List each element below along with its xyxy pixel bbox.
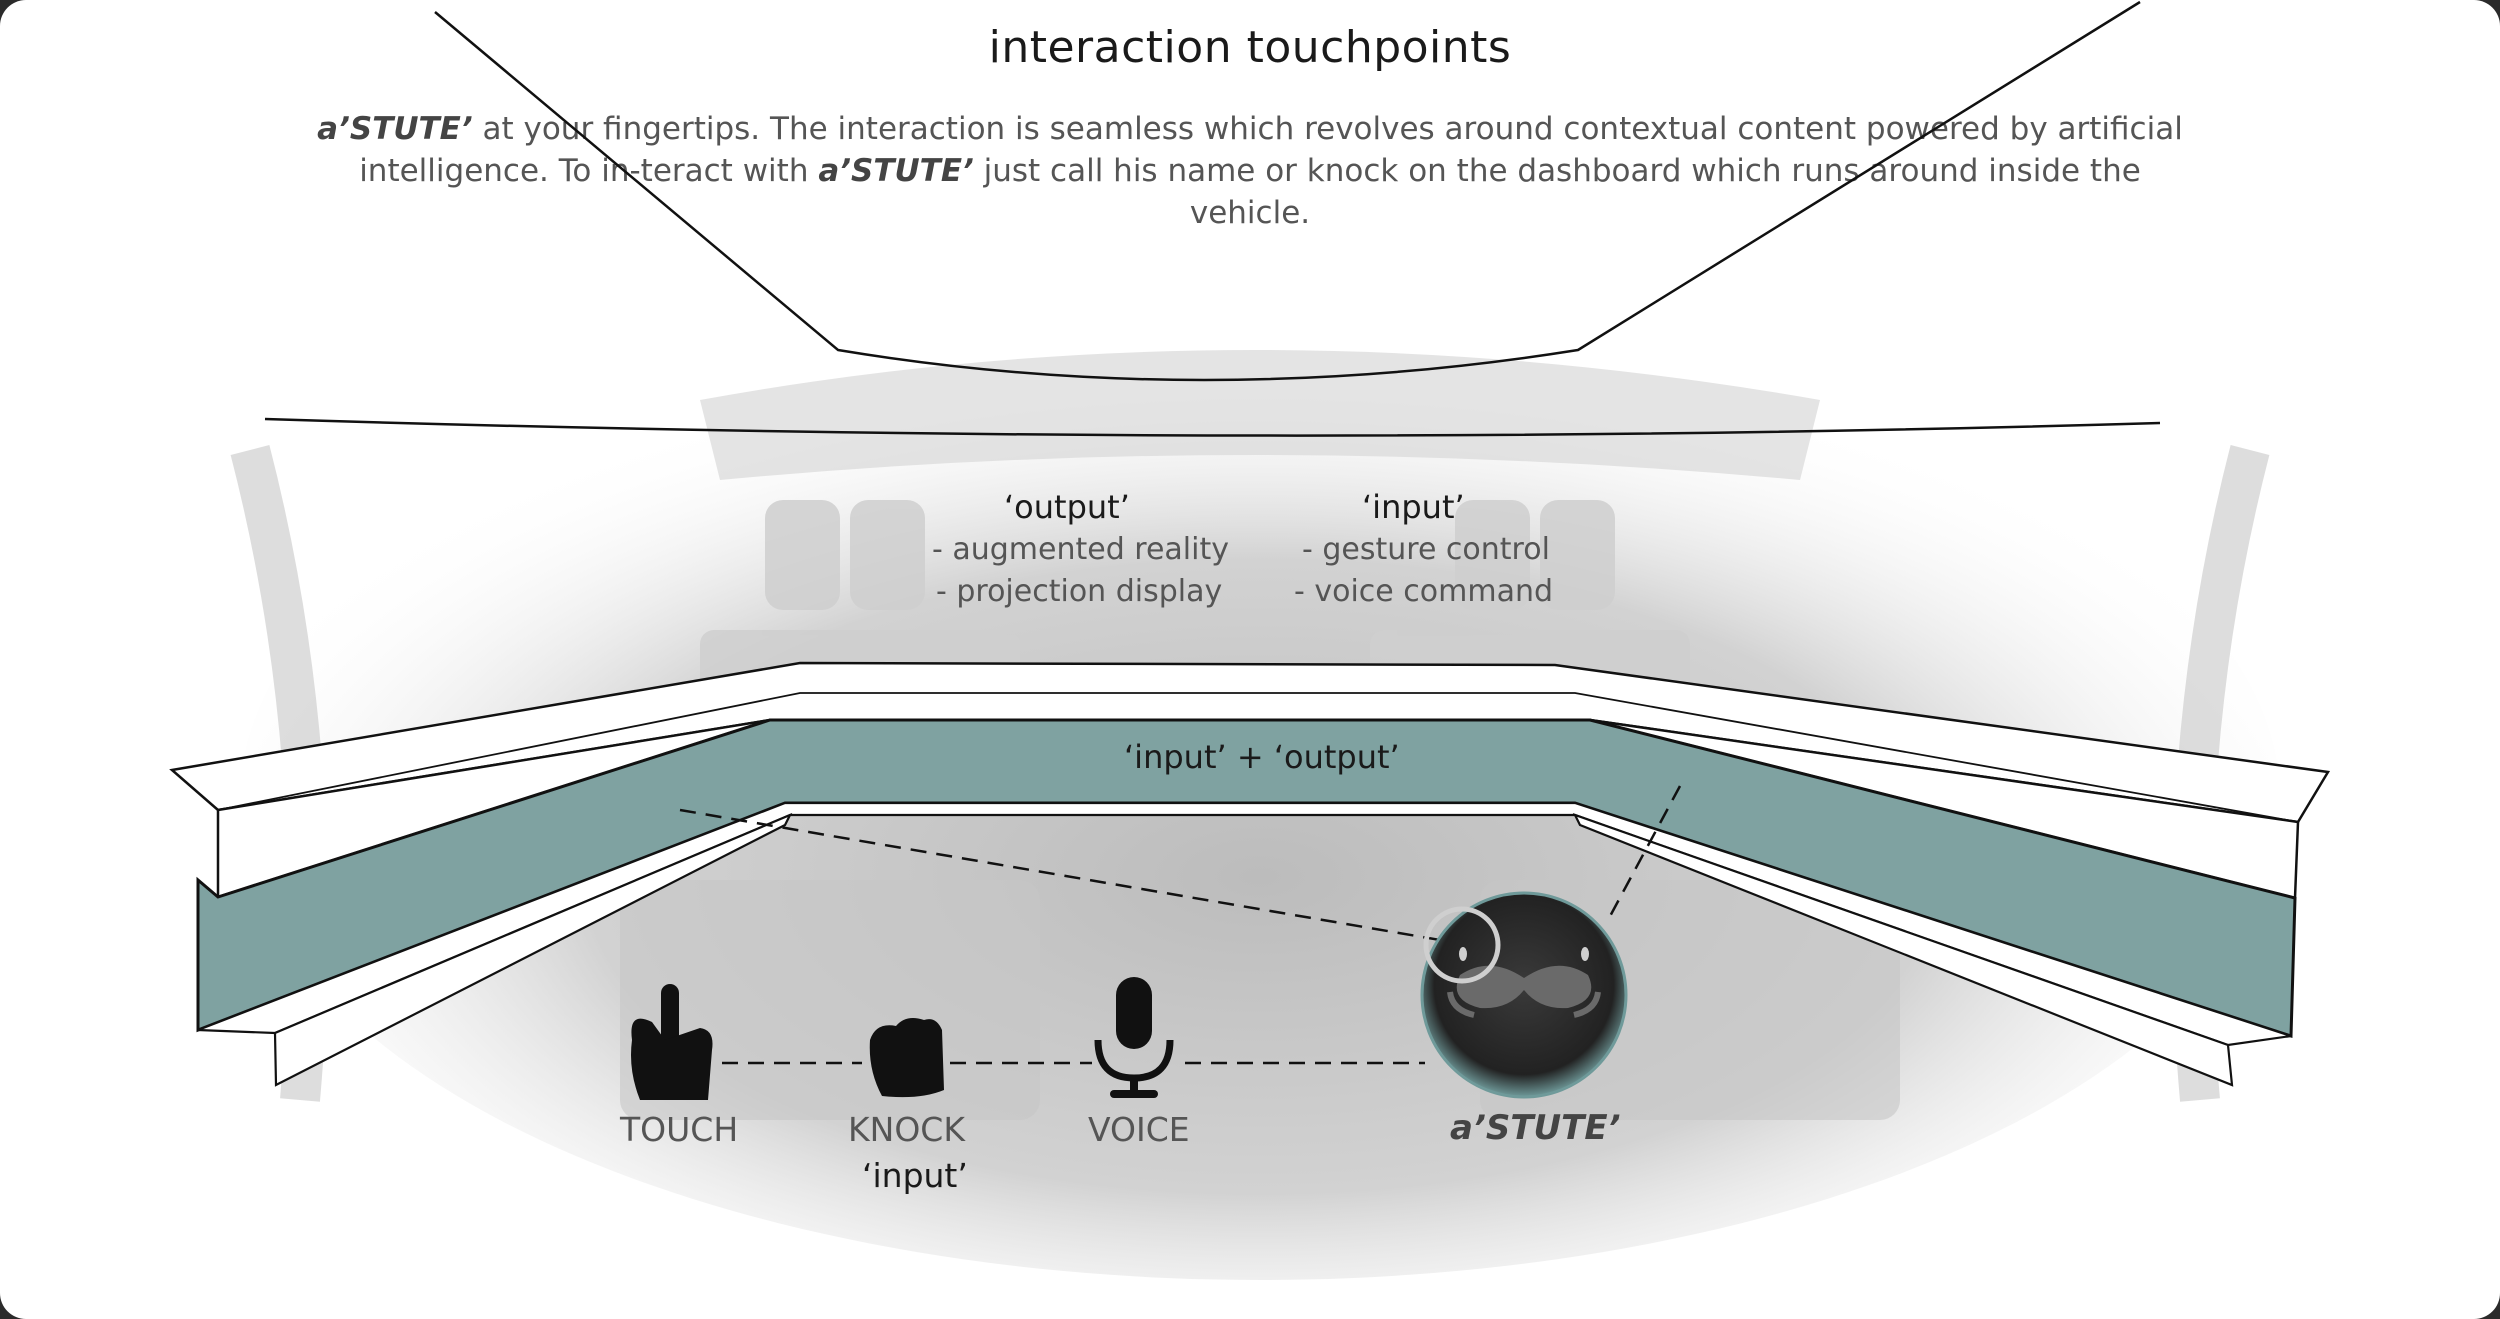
input-item-gesture-control: - gesture control	[1302, 532, 1550, 567]
band-label: ‘input’ + ‘output’	[1124, 738, 1400, 776]
fist-icon	[870, 1018, 944, 1097]
output-heading: ‘output’	[1004, 488, 1130, 526]
input-item-voice-command: - voice command	[1294, 574, 1553, 609]
input-heading: ‘input’	[1362, 488, 1465, 526]
assistant-name: a’STUTE’	[1450, 1108, 1620, 1148]
touch-label: TOUCH	[620, 1110, 738, 1149]
output-item-augmented-reality: - augmented reality	[932, 532, 1229, 567]
knock-label: KNOCK	[848, 1110, 965, 1149]
input-caption: ‘input’	[862, 1156, 968, 1195]
output-item-projection-display: - projection display	[936, 574, 1222, 609]
voice-label: VOICE	[1088, 1110, 1190, 1149]
mustache-orb-icon	[1422, 893, 1626, 1097]
